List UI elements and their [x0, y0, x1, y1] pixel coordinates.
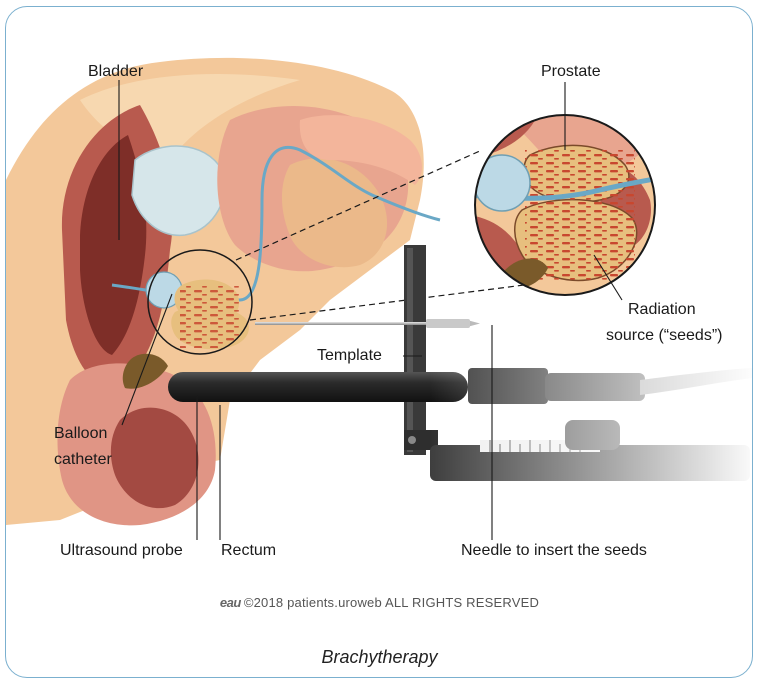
label-ultrasound-probe: Ultrasound probe [60, 541, 183, 561]
label-template: Template [317, 346, 382, 366]
label-prostate: Prostate [541, 62, 601, 82]
label-bladder: Bladder [88, 62, 143, 82]
label-radiation-line2: source (“seeds”) [606, 326, 722, 346]
label-radiation-line1: Radiation [628, 300, 696, 320]
figure-caption: Brachytherapy [0, 647, 759, 668]
label-rectum: Rectum [221, 541, 276, 561]
eau-logo: eau [220, 595, 241, 610]
label-needle: Needle to insert the seeds [461, 541, 647, 561]
ultrasound-probe [168, 372, 468, 402]
copyright-line: eau©2018 patients.uroweb ALL RIGHTS RESE… [0, 595, 759, 610]
label-balloon-line1: Balloon [54, 424, 107, 444]
label-balloon-line2: catheter [54, 450, 112, 470]
copyright-text: ©2018 patients.uroweb ALL RIGHTS RESERVE… [244, 595, 539, 610]
